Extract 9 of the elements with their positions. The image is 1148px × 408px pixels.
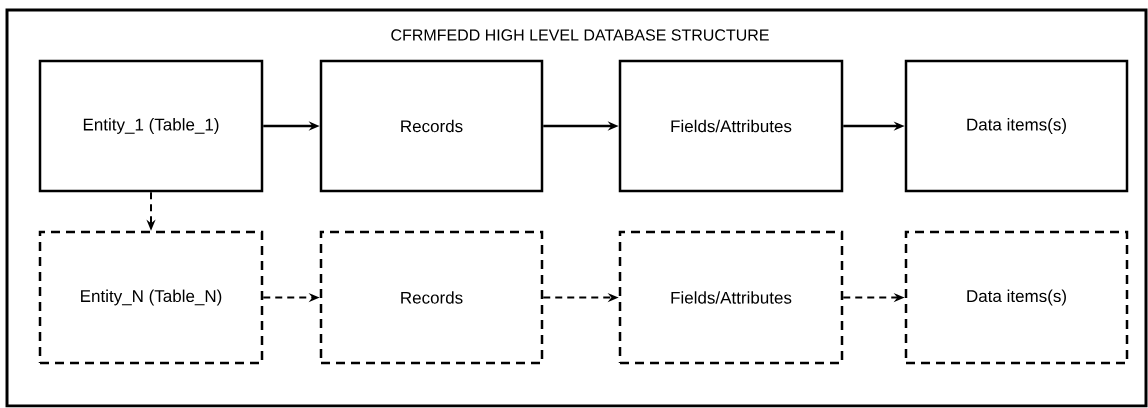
- dashed-box: Data items(s): [904, 230, 1129, 365]
- dashed-box: Records: [319, 230, 544, 365]
- process-box: Fields/Attributes: [618, 59, 844, 193]
- process-box: Records: [319, 59, 544, 193]
- dashed-box: Entity_N (Table_N): [38, 230, 264, 365]
- process-box: Entity_1 (Table_1): [38, 59, 264, 193]
- title: CFRMFEDD HIGH LEVEL DATABASE STRUCTURE: [391, 29, 769, 41]
- dashed-box: Fields/Attributes: [618, 230, 844, 365]
- process-box: Data items(s): [904, 59, 1129, 193]
